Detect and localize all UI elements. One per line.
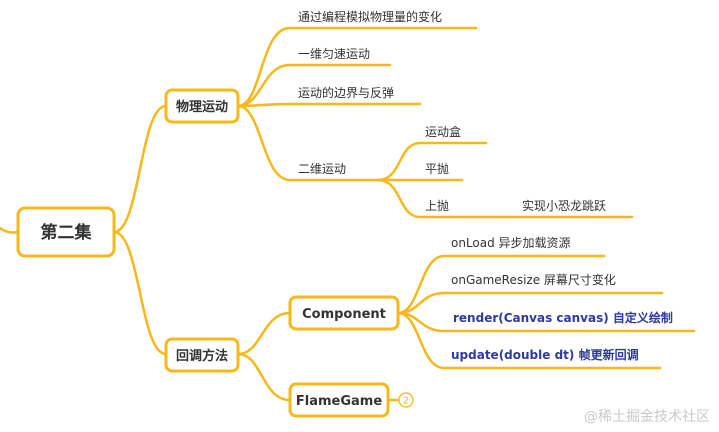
physics-label: 物理运动 bbox=[176, 99, 228, 115]
leaf-up-throw[interactable]: 上抛 bbox=[425, 198, 449, 213]
root-label: 第二集 bbox=[41, 222, 93, 243]
component-to-update-line bbox=[396, 311, 662, 370]
leaf-uniform[interactable]: 一维匀速运动 bbox=[298, 47, 370, 61]
badge-count: 2 bbox=[403, 397, 409, 407]
physics-to-uniform-line bbox=[236, 63, 392, 108]
callbacks-label: 回调方法 bbox=[176, 348, 228, 364]
leaf-dino-jump[interactable]: 实现小恐龙跳跃 bbox=[522, 198, 606, 213]
flamegame-node[interactable]: FlameGame bbox=[288, 382, 390, 418]
leaf-bounce[interactable]: 运动的边界与反弹 bbox=[298, 85, 394, 100]
root-to-callbacks-line bbox=[112, 230, 168, 356]
leaf-flat-throw[interactable]: 平抛 bbox=[425, 161, 449, 176]
physics-to-bounce-line bbox=[236, 102, 422, 108]
2d-to-toss-line bbox=[376, 178, 502, 219]
branch-lines bbox=[0, 26, 696, 402]
root-node[interactable]: 第二集 bbox=[16, 206, 116, 258]
watermark: @稀土掘金技术社区 bbox=[584, 409, 710, 425]
physics-to-2d-line bbox=[236, 104, 380, 182]
flamegame-label: FlameGame bbox=[296, 394, 382, 409]
leaf-simulate[interactable]: 通过编程模拟物理量的变化 bbox=[298, 9, 442, 24]
leaf-motion-box[interactable]: 运动盒 bbox=[425, 124, 461, 139]
physics-to-simulate-line bbox=[236, 26, 478, 108]
component-label: Component bbox=[302, 307, 386, 322]
leaf-update[interactable]: update(double dt) 帧更新回调 bbox=[451, 347, 639, 362]
leaf-render[interactable]: render(Canvas canvas) 自定义绘制 bbox=[453, 310, 673, 325]
component-to-onload-line bbox=[396, 254, 606, 315]
collapsed-count-badge[interactable]: 2 bbox=[398, 392, 414, 408]
physics-node[interactable]: 物理运动 bbox=[164, 88, 240, 124]
root-tail-line bbox=[0, 226, 20, 234]
callbacks-node[interactable]: 回调方法 bbox=[164, 337, 240, 373]
component-to-resize-line bbox=[396, 291, 664, 315]
leaf-ongameresize[interactable]: onGameResize 屏幕尺寸变化 bbox=[451, 272, 616, 287]
root-to-physics-line bbox=[112, 104, 168, 234]
leaf-onload[interactable]: onLoad 异步加载资源 bbox=[451, 236, 571, 250]
callbacks-to-flamegame-line bbox=[236, 352, 292, 402]
leaf-2d-motion[interactable]: 二维运动 bbox=[298, 162, 346, 176]
component-node[interactable]: Component bbox=[288, 295, 400, 331]
2d-to-box-line bbox=[376, 141, 488, 182]
callbacks-to-component-line bbox=[236, 311, 292, 356]
